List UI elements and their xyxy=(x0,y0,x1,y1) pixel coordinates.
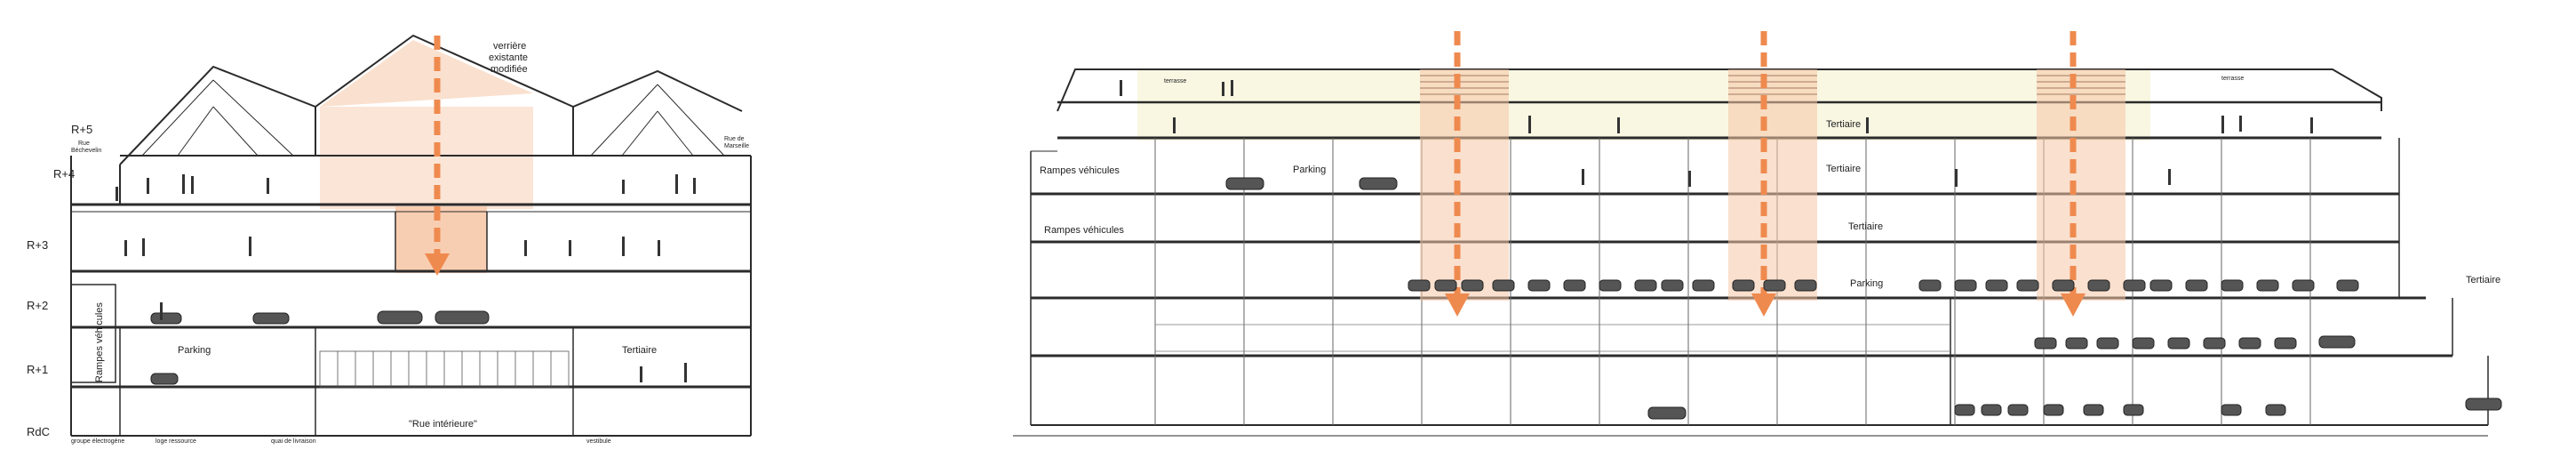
level-label-r3: R+3 xyxy=(27,238,48,252)
left-people xyxy=(116,174,696,382)
rue-left-line2: Béchevelin xyxy=(71,148,101,154)
tertiaire-label-left: Tertiaire xyxy=(622,345,657,356)
level-label-r4: R+4 xyxy=(53,167,75,181)
ground-label-3: quai de livraison xyxy=(271,438,316,445)
right-long-section: Rampes véhicules Rampes véhicules Parkin… xyxy=(1013,31,2502,437)
atrium-upper-fill xyxy=(320,107,533,209)
annotation-verriere: verrière xyxy=(493,41,526,52)
parking-label-right-mid: Parking xyxy=(1850,278,1883,289)
ramp-label-left: Rampes véhicules xyxy=(94,302,105,382)
right-arrow-3-head xyxy=(2061,293,2086,317)
left-cars xyxy=(150,310,490,385)
right-outline xyxy=(1013,68,2489,437)
parking-label-right-upper: Parking xyxy=(1293,165,1326,175)
left-cross-section: R+5 R+4 R+3 R+2 R+1 RdC verrière existan… xyxy=(27,34,752,445)
terrasse-label-right: terrasse xyxy=(2221,76,2244,82)
ground-label-4: vestibule xyxy=(586,438,611,445)
rue-right-line1: Rue de xyxy=(724,136,745,142)
annotation-existante: existante xyxy=(489,52,528,63)
tertiaire-label-1: Tertiaire xyxy=(1826,119,1861,130)
ground-label-1: groupe électrogène xyxy=(71,438,124,445)
right-light-arrows xyxy=(1445,31,2086,317)
right-glazed-band xyxy=(1155,324,1950,352)
level-label-rdc: RdC xyxy=(27,425,50,438)
ground-label-2: loge ressource xyxy=(156,438,196,445)
level-label-r1: R+1 xyxy=(27,363,48,376)
ramp-label-right-lower: Rampes véhicules xyxy=(1044,225,1124,236)
left-light-arrow-head xyxy=(425,253,450,276)
tertiaire-label-2: Tertiaire xyxy=(1826,164,1861,174)
level-label-r5: R+5 xyxy=(71,123,92,136)
annotation-modifiee: modifiée xyxy=(490,64,528,75)
level-label-r2: R+2 xyxy=(27,299,48,312)
rue-right-line2: Marseille xyxy=(724,143,749,149)
tertiaire-label-4: Tertiaire xyxy=(2466,275,2500,285)
right-arrow-1-head xyxy=(1445,293,1470,317)
right-people xyxy=(1120,80,2313,187)
rue-interieure-glazing xyxy=(319,350,570,388)
left-roof xyxy=(119,34,743,165)
right-cars xyxy=(1225,177,2502,420)
rue-left-line1: Rue xyxy=(78,141,90,147)
tertiaire-label-3: Tertiaire xyxy=(1848,221,1883,232)
right-shaft-glazing xyxy=(1420,75,2125,95)
parking-label-left: Parking xyxy=(178,345,211,356)
ramp-enclosure xyxy=(70,284,116,383)
right-arrow-2-head xyxy=(1751,293,1776,317)
right-light-shafts xyxy=(1420,69,2125,301)
right-glass-backdrop xyxy=(1137,69,2150,141)
rue-interieure-label: "Rue intérieure" xyxy=(409,419,477,430)
terrasse-label-left: terrasse xyxy=(1164,78,1186,84)
ramp-label-right-upper: Rampes véhicules xyxy=(1040,165,1120,176)
